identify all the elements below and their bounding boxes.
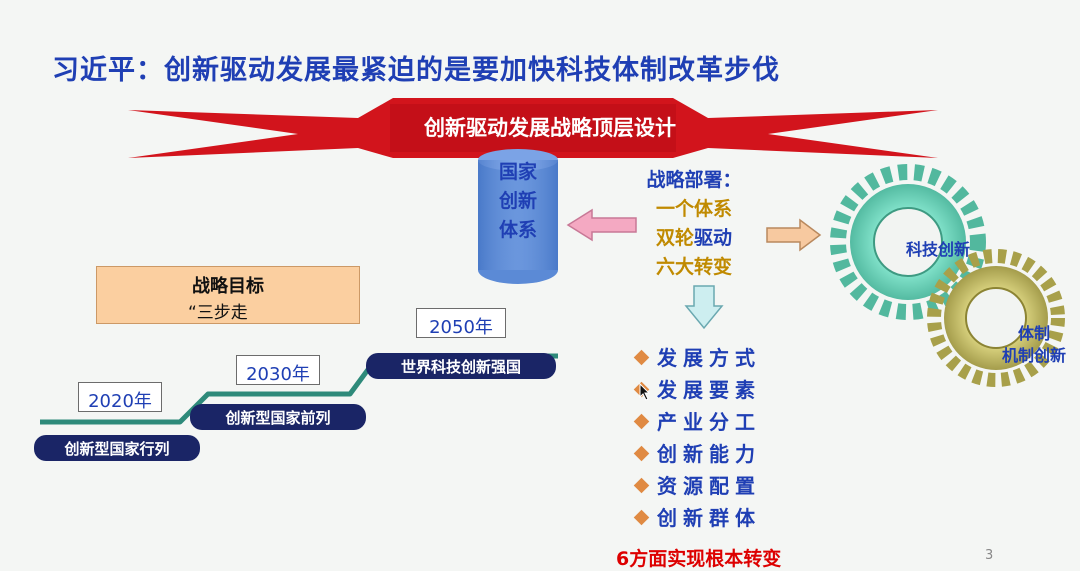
diamond-bullet-icon (634, 446, 650, 462)
down-arrow-icon (684, 284, 724, 330)
list-item: 发展要素 (636, 374, 761, 406)
deployment-item-system: 一个体系 (628, 195, 760, 224)
national-system-label: 国家 创新 体系 (480, 158, 556, 245)
deployment-item-dual-drive: 双轮驱动 (628, 224, 760, 253)
gear-label-institution-2: 机制创新 (1002, 342, 1066, 366)
list-item: 创新群体 (636, 502, 761, 534)
transformation-list: 发展方式 发展要素 产业分工 创新能力 资源配置 创新群体 (636, 342, 761, 534)
list-item: 创新能力 (636, 438, 761, 470)
goal-title: 战略目标 (96, 272, 360, 298)
pill-2020: 创新型国家行列 (34, 435, 200, 461)
diamond-bullet-icon (634, 414, 650, 430)
gear-label-tech: 科技创新 (906, 236, 970, 260)
year-2030: 2030年 (236, 355, 320, 385)
conclusion-text: 6方面实现根本转变 (616, 544, 781, 571)
diamond-bullet-icon (634, 350, 650, 366)
banner-title: 创新驱动发展战略顶层设计 (380, 112, 720, 142)
mouse-cursor-icon (639, 383, 651, 401)
diamond-bullet-icon (634, 510, 650, 526)
pill-2030: 创新型国家前列 (190, 404, 366, 430)
year-2020: 2020年 (78, 382, 162, 412)
right-arrow-icon (766, 218, 822, 252)
page-number: 3 (985, 548, 993, 563)
deployment-item-transformations: 六大转变 (628, 253, 760, 282)
list-item: 资源配置 (636, 470, 761, 502)
pill-2050: 世界科技创新强国 (366, 353, 556, 379)
strategic-deployment: 战略部署： 一个体系 双轮驱动 六大转变 (628, 166, 760, 282)
list-item: 发展方式 (636, 342, 761, 374)
year-2050: 2050年 (416, 308, 506, 338)
list-item: 产业分工 (636, 406, 761, 438)
slide-title: 习近平：创新驱动发展最紧迫的是要加快科技体制改革步伐 (52, 48, 780, 87)
deployment-heading: 战略部署： (628, 166, 760, 195)
goal-subtitle: “三步走 (188, 298, 248, 323)
diamond-bullet-icon (634, 478, 650, 494)
gear-label-institution-1: 体制 (1018, 320, 1050, 344)
